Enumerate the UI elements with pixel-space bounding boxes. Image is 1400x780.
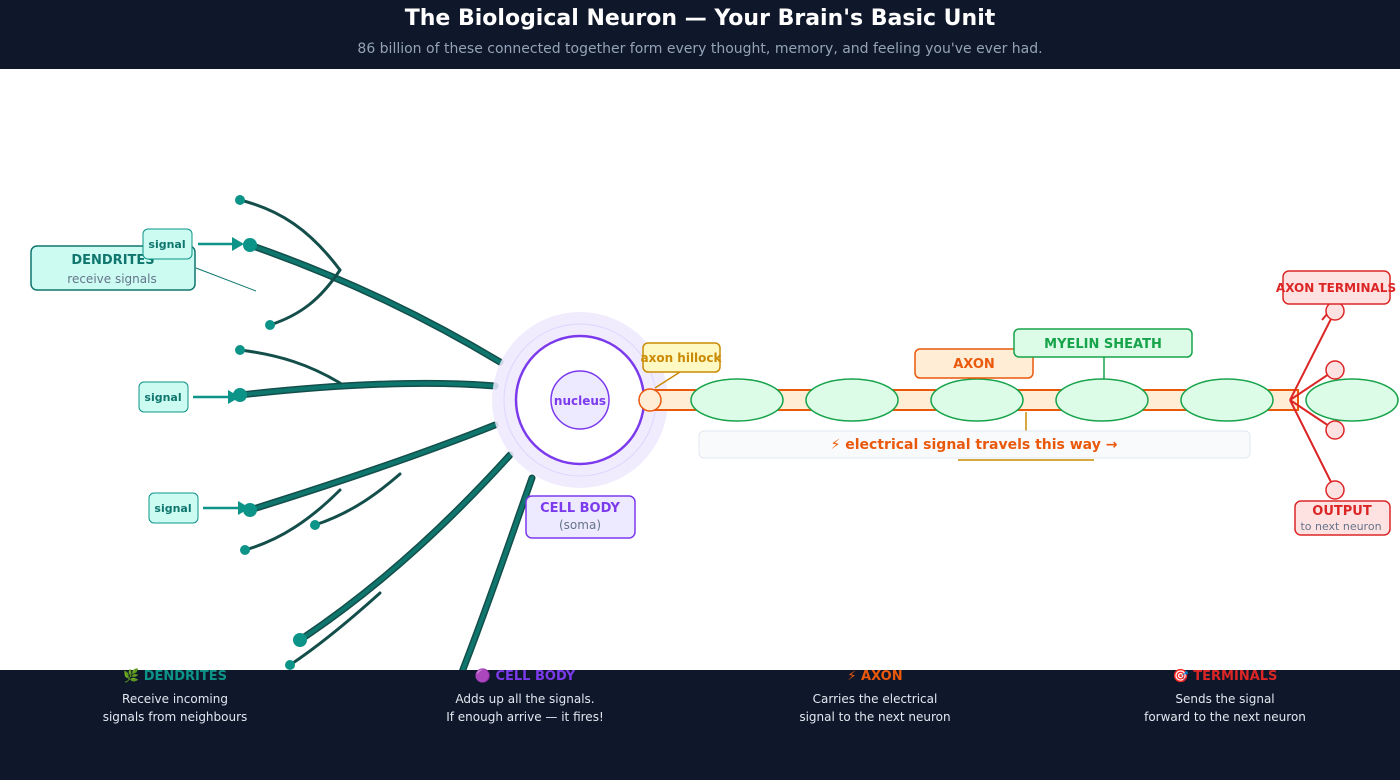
axon-label: AXON — [914, 348, 1034, 379]
axon-hillock-label: axon hillock — [640, 342, 723, 389]
signal-label: signal — [144, 391, 181, 404]
footer-dendrites-desc: Receive incoming signals from neighbours — [0, 690, 350, 726]
nucleus-label: nucleus — [554, 394, 606, 408]
footer-terminals-desc: Sends the signal forward to the next neu… — [1050, 690, 1400, 726]
signal-direction-banner: ⚡ electrical signal travels this way → — [698, 412, 1251, 461]
myelin-segment — [690, 378, 784, 422]
cell-body-label: CELL BODY (soma) — [525, 495, 636, 539]
output-label-title: OUTPUT — [1312, 504, 1372, 519]
dendrites-label-sub: receive signals — [67, 272, 156, 286]
terminal-boutons — [1325, 301, 1345, 500]
footer-cell-body: 🟣 CELL BODY Adds up all the signals. If … — [350, 670, 700, 726]
footer-cell-body-desc: Adds up all the signals. If enough arriv… — [350, 690, 700, 726]
footer-line: If enough arrive — it fires! — [446, 710, 604, 724]
footer-terminals: 🎯 TERMINALS Sends the signal forward to … — [1050, 670, 1400, 726]
axon-hillock-text: axon hillock — [640, 351, 722, 365]
signal-label: signal — [148, 238, 185, 251]
dendrite-twig — [238, 198, 342, 272]
arrow-right-icon — [228, 390, 240, 404]
dendrites-label-title: DENDRITES — [71, 253, 154, 268]
footer-terminals-title: 🎯 TERMINALS — [1172, 669, 1278, 684]
arrow-right-icon — [238, 501, 250, 515]
dendrite-twig — [268, 268, 342, 327]
output-label-sub: to next neuron — [1300, 520, 1381, 533]
signal-direction-text: ⚡ electrical signal travels this way → — [831, 437, 1118, 453]
footer-line: Receive incoming — [122, 692, 228, 706]
footer-axon: ⚡ AXON Carries the electrical signal to … — [700, 670, 1050, 726]
footer-line: Adds up all the signals. — [455, 692, 595, 706]
footer-legend: 🌿 DENDRITES Receive incoming signals fro… — [0, 670, 1400, 780]
neuron-diagram: DENDRITES receive signals signal signal … — [30, 195, 1399, 670]
terminal-bouton — [1325, 360, 1345, 380]
myelin-segment — [1180, 378, 1274, 422]
footer-line: signals from neighbours — [102, 710, 248, 724]
myelin-segment — [1305, 378, 1399, 422]
footer-axon-desc: Carries the electrical signal to the nex… — [700, 690, 1050, 726]
cell-body-label-title: CELL BODY — [540, 501, 620, 516]
header: The Biological Neuron — Your Brain's Bas… — [0, 0, 1400, 69]
footer-line: Sends the signal — [1175, 692, 1275, 706]
signal-input-1: signal — [142, 228, 244, 260]
dendrite-twig — [238, 348, 342, 385]
axon-label-text: AXON — [953, 357, 995, 372]
footer-line: Carries the electrical — [812, 692, 938, 706]
myelin-segment — [930, 378, 1024, 422]
myelin-sheath-label-text: MYELIN SHEATH — [1044, 337, 1162, 352]
signal-input-3: signal — [148, 492, 250, 524]
page-title: The Biological Neuron — Your Brain's Bas… — [404, 6, 996, 31]
dendrite-branch — [298, 453, 512, 642]
footer-dendrites: 🌿 DENDRITES Receive incoming signals fro… — [0, 670, 350, 726]
cell-body-label-sub: (soma) — [559, 518, 601, 532]
myelin-segments — [690, 378, 1399, 422]
dendrite-branch — [460, 476, 534, 670]
cell-body: nucleus — [492, 312, 668, 488]
page-subtitle: 86 billion of these connected together f… — [357, 41, 1043, 57]
dendrite-twig — [243, 488, 342, 552]
axon-hillock — [638, 388, 662, 412]
dendrite-branch — [248, 243, 502, 364]
dendrite-twig — [288, 591, 382, 667]
signal-label: signal — [154, 502, 191, 515]
dendrite-twig — [313, 472, 402, 527]
arrow-right-icon — [232, 237, 244, 251]
footer-cell-body-title: 🟣 CELL BODY — [474, 669, 576, 684]
axon-terminals-label-text: AXON TERMINALS — [1276, 281, 1396, 295]
myelin-sheath-label: MYELIN SHEATH — [1013, 328, 1193, 379]
dendrite-tips — [233, 195, 320, 670]
footer-line: signal to the next neuron — [799, 710, 951, 724]
footer-line: forward to the next neuron — [1144, 710, 1306, 724]
output-label: OUTPUT to next neuron — [1294, 500, 1391, 536]
footer-axon-title: ⚡ AXON — [847, 669, 903, 684]
axon-terminals-label: AXON TERMINALS — [1276, 270, 1396, 305]
signal-input-2: signal — [138, 381, 240, 413]
terminal-bouton — [1325, 480, 1345, 500]
myelin-segment — [1055, 378, 1149, 422]
dendrite-tree — [236, 198, 536, 670]
dendrite-branch — [238, 381, 497, 397]
nucleus — [550, 370, 610, 430]
myelin-segment — [805, 378, 899, 422]
dendrite-branch — [246, 241, 504, 366]
terminal-bouton — [1325, 420, 1345, 440]
footer-dendrites-title: 🌿 DENDRITES — [122, 669, 227, 684]
dendrite-branch — [248, 423, 497, 512]
